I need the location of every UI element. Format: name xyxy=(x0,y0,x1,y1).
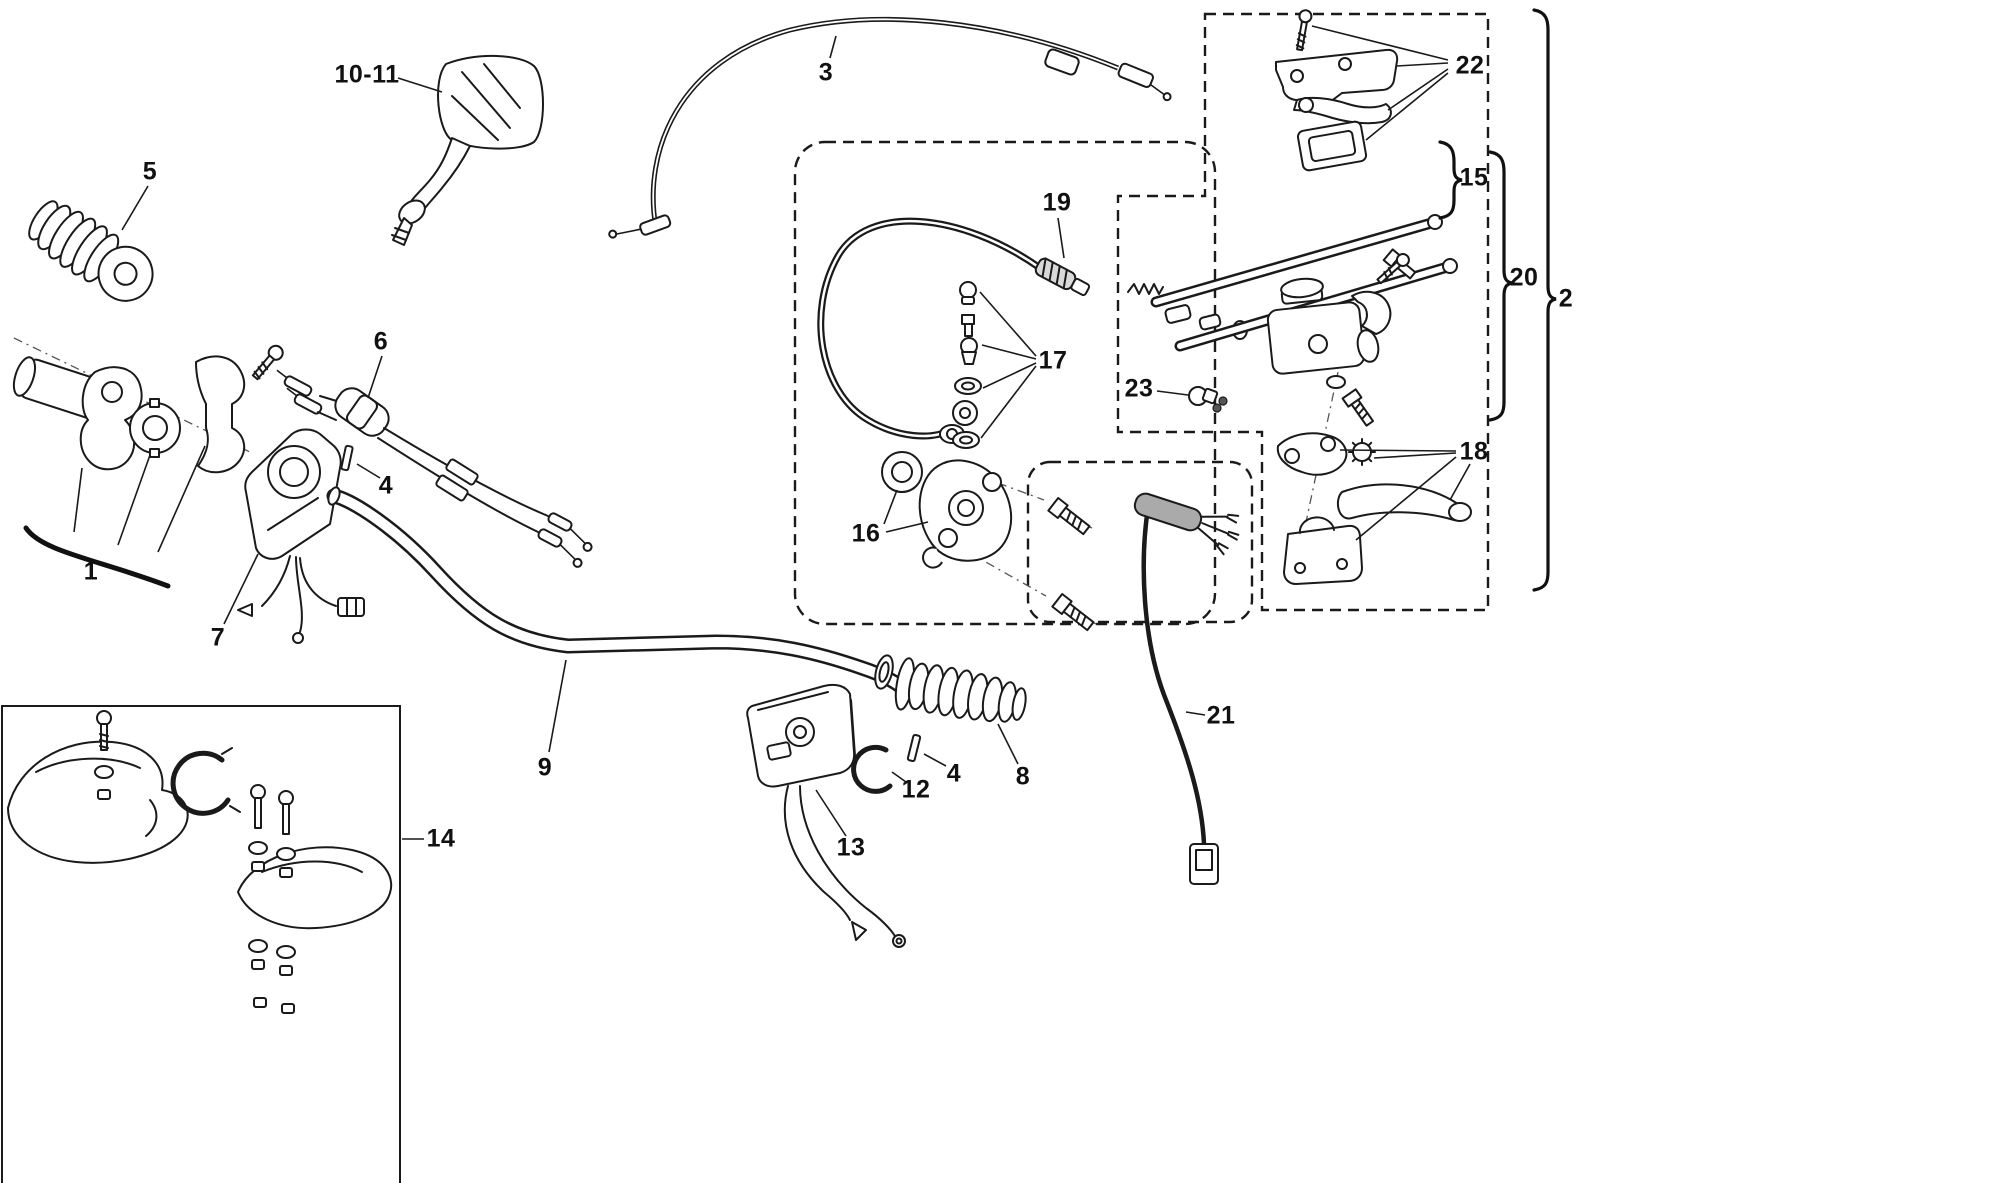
handlebar-drawing xyxy=(326,486,908,753)
callout-part-1: 1 xyxy=(83,557,99,586)
callout-part-7: 7 xyxy=(210,623,226,652)
callout-part-14: 14 xyxy=(426,824,456,853)
callout-part-8: 8 xyxy=(1015,762,1031,791)
callout-part-12: 12 xyxy=(901,775,931,804)
brace-20 xyxy=(1488,150,1513,422)
detail-box-master-cylinder xyxy=(1116,12,1490,612)
callout-part-4b: 4 xyxy=(946,759,962,788)
handguard-kit-drawing xyxy=(7,710,393,1014)
hose-clamp-drawing xyxy=(881,451,1013,569)
left-grip-drawing xyxy=(28,200,154,302)
brace-2 xyxy=(1532,8,1557,592)
pin-4b-drawing xyxy=(906,733,922,763)
brace-15 xyxy=(1438,140,1463,220)
callout-part-10-11: 10-11 xyxy=(334,60,400,89)
mirror-drawing xyxy=(391,55,544,246)
long-cable-drawing xyxy=(608,16,1172,239)
callout-part-6: 6 xyxy=(373,327,389,356)
pin-4a-drawing xyxy=(340,444,354,472)
right-grip-drawing xyxy=(894,657,1027,723)
pressure-switch-drawing xyxy=(1156,386,1228,413)
switch-housing-left-drawing xyxy=(237,428,365,644)
callout-part-2: 2 xyxy=(1558,284,1574,313)
callout-part-23: 23 xyxy=(1124,374,1154,403)
master-cylinder-drawing xyxy=(1266,252,1410,427)
callout-part-19: 19 xyxy=(1042,188,1072,217)
callout-part-18: 18 xyxy=(1459,437,1489,466)
callout-part-22: 22 xyxy=(1455,51,1485,80)
callout-part-20: 20 xyxy=(1509,263,1539,292)
callout-part-13: 13 xyxy=(836,833,866,862)
snap-ring-drawing xyxy=(851,744,893,794)
wiring-cable-drawing xyxy=(1133,492,1240,885)
callout-part-16: 16 xyxy=(851,519,881,548)
clutch-perch-assembly-drawing xyxy=(12,344,284,589)
detail-box-brake-hose xyxy=(793,140,1217,626)
callout-part-15: 15 xyxy=(1459,163,1489,192)
leader-lines xyxy=(121,35,1065,840)
lever-assembly-drawing xyxy=(1276,432,1472,585)
callout-part-3: 3 xyxy=(818,58,834,87)
detail-box-clutch-cable xyxy=(1026,460,1254,624)
callout-part-4a: 4 xyxy=(378,471,394,500)
callout-part-9: 9 xyxy=(537,753,553,782)
callout-part-21: 21 xyxy=(1206,701,1236,730)
switch-housing-right-drawing xyxy=(746,683,906,948)
callout-part-17: 17 xyxy=(1038,346,1068,375)
bracket-brace-1 xyxy=(23,525,171,589)
bleeder-fittings-drawing xyxy=(952,281,1037,449)
bracket-22-drawing xyxy=(1275,9,1449,172)
throttle-cables-drawing xyxy=(276,369,593,568)
callout-part-5: 5 xyxy=(142,157,158,186)
clamp-screws-drawing xyxy=(1047,497,1095,632)
handguard-kit-box xyxy=(1,705,401,1183)
